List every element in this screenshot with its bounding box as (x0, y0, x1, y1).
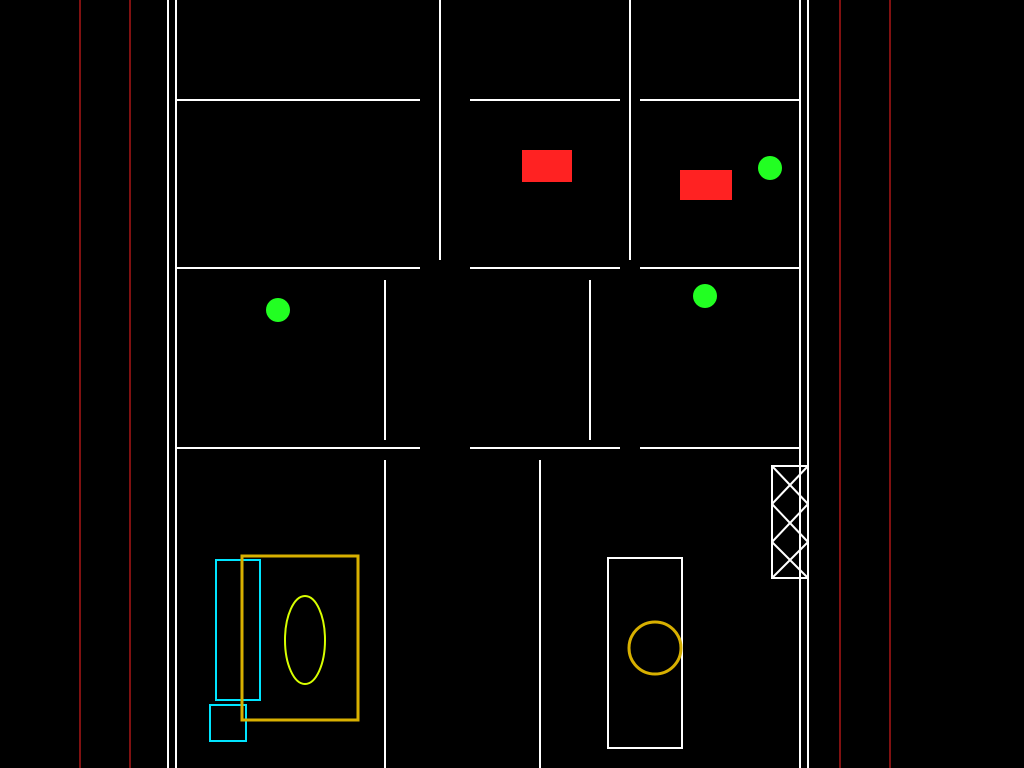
outer-walls (167, 0, 809, 768)
storage-hatch (771, 465, 809, 579)
plant-icon (266, 298, 290, 322)
storage-panel (771, 465, 809, 579)
dimension-lines (79, 0, 891, 768)
wall-lower-columns (384, 460, 541, 768)
outer-wall-outline (167, 0, 809, 768)
wall-upper-columns (439, 0, 631, 260)
inner-wall-outline (175, 0, 801, 768)
rug-icon (240, 554, 360, 722)
coffee-table-icon (284, 595, 326, 685)
wall-middle-columns (384, 280, 591, 440)
partition-walls (176, 0, 800, 768)
plant-icon (693, 284, 717, 308)
sofa-icon (215, 559, 261, 701)
fixture-icon (680, 170, 732, 200)
decorative-medallion-icon (627, 620, 683, 676)
fixture-icon (522, 150, 572, 182)
plant-icon (758, 156, 782, 180)
side-table-icon (209, 704, 247, 742)
storage-outline (771, 465, 809, 579)
furniture-group (209, 559, 261, 742)
